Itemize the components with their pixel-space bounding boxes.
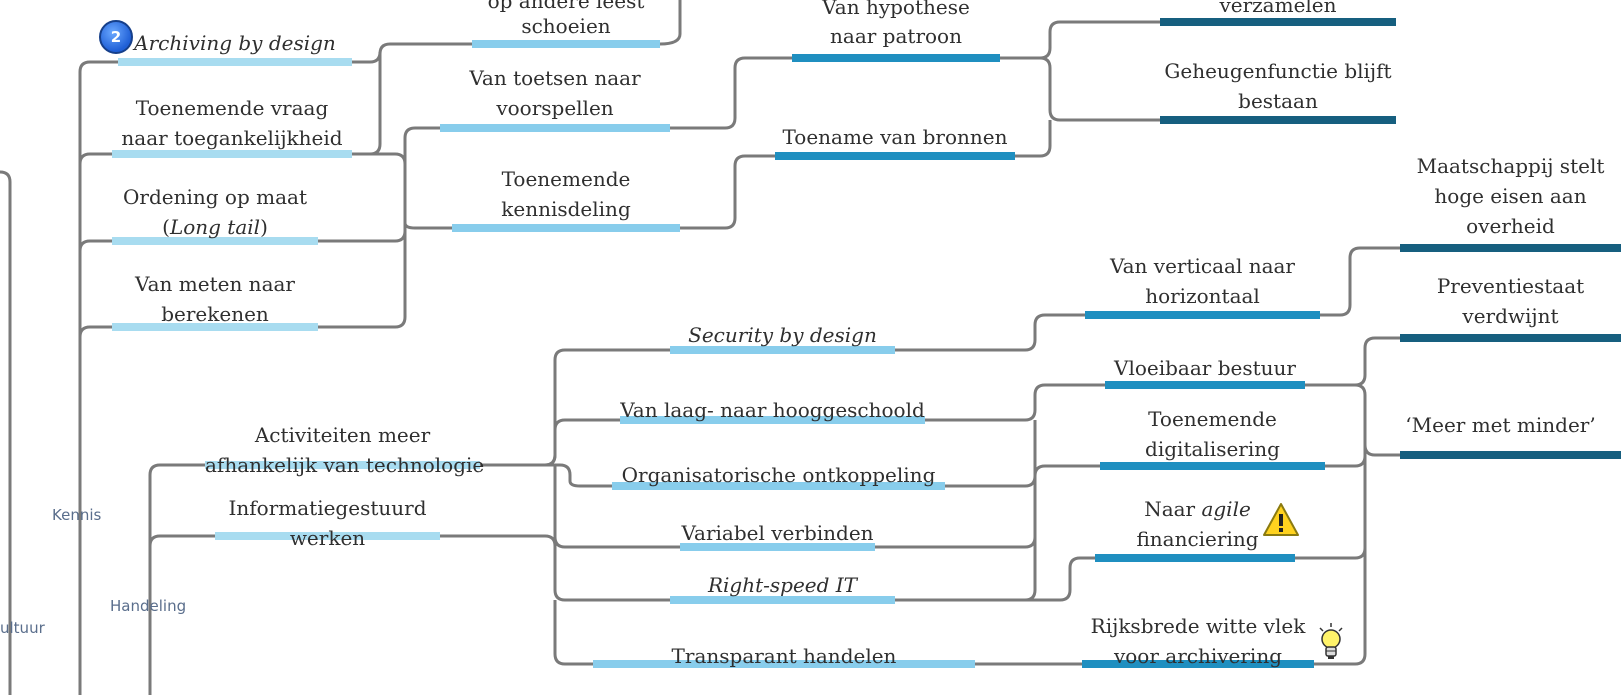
node-agile-line2: financiering xyxy=(1136,527,1259,551)
node-maatschappij-line2: hoge eisen aan xyxy=(1434,184,1587,208)
node-laag-hoog: Van laag- naar hooggeschoold xyxy=(620,398,925,422)
axis-label-cultuur: ultuur xyxy=(0,619,45,637)
node-ontkoppeling: Organisatorische ontkoppeling xyxy=(621,463,936,487)
node-verticaal-line2: horizontaal xyxy=(1145,284,1260,308)
node-right-speed-it: Right-speed IT xyxy=(707,573,858,597)
warning-icon xyxy=(1263,503,1299,536)
hypothese-bar xyxy=(792,54,1000,62)
meten-bar xyxy=(112,323,318,331)
node-meer-met-minder: ‘Meer met minder’ xyxy=(1405,413,1596,437)
node-digitalisering-line1: Toenemende xyxy=(1148,407,1277,431)
step-number-badge: 2 xyxy=(99,20,133,54)
verzamelen-bar xyxy=(1160,18,1396,26)
node-agile-word: agile xyxy=(1201,497,1251,521)
node-ordening-long-tail: Long tail xyxy=(169,215,261,239)
node-bars xyxy=(112,18,1621,668)
node-maatschappij-line1: Maatschappij stelt xyxy=(1416,154,1605,178)
toetsen-bar xyxy=(440,124,670,132)
node-toetsen-line1: Van toetsen naar xyxy=(469,66,641,90)
agile-bar xyxy=(1095,554,1295,562)
archiving-bar xyxy=(118,58,352,66)
node-digitalisering-line2: digitalisering xyxy=(1145,437,1280,461)
toename-bronnen-bar xyxy=(775,152,1015,160)
node-archiving-by-design: Archiving by design xyxy=(134,31,336,55)
toenemende-vraag-bar xyxy=(112,150,352,158)
verticaal-bar xyxy=(1085,311,1320,319)
node-geheugen-line2: bestaan xyxy=(1238,89,1318,113)
activiteiten-bar xyxy=(205,461,480,469)
node-ordening-line2: (Long tail) xyxy=(162,215,268,239)
node-toename-bronnen: Toename van bronnen xyxy=(782,125,1008,149)
node-meten-line2: berekenen xyxy=(161,302,269,326)
node-witte-vlek-line1: Rijksbrede witte vlek xyxy=(1090,614,1306,638)
kennisdeling-bar xyxy=(452,224,680,232)
node-agile-line1: Naar agile xyxy=(1110,494,1285,524)
meer-minder-bar xyxy=(1400,451,1621,459)
node-preventie-line1: Preventiestaat xyxy=(1436,274,1585,298)
node-andere-leest-line2: schoeien xyxy=(521,14,611,38)
node-vloeibaar-bestuur: Vloeibaar bestuur xyxy=(1114,356,1296,380)
node-ordening-line1: Ordening op maat xyxy=(123,185,307,209)
node-hypothese-line2: naar patroon xyxy=(830,24,962,48)
andere-leest-bar xyxy=(472,40,660,48)
geheugen-bar xyxy=(1160,116,1396,124)
node-preventie-line2: verdwijnt xyxy=(1462,304,1559,328)
node-toenemende-vraag-line2: naar toegankelijkheid xyxy=(121,126,343,150)
node-agile-prefix: Naar xyxy=(1144,497,1202,521)
node-toetsen-line2: voorspellen xyxy=(496,96,614,120)
axis-label-kennis: Kennis xyxy=(52,506,102,524)
security-bar xyxy=(670,346,895,354)
node-transparant-handelen: Transparant handelen xyxy=(671,644,897,668)
ordening-bar xyxy=(112,237,318,245)
node-meten-line1: Van meten naar xyxy=(135,272,295,296)
node-verticaal-line1: Van verticaal naar xyxy=(1110,254,1295,278)
informatie-bar xyxy=(215,532,440,540)
vloeibaar-bar xyxy=(1105,381,1305,389)
node-maatschappij-line3: overheid xyxy=(1466,214,1555,238)
node-variabel-verbinden: Variabel verbinden xyxy=(681,521,874,545)
node-informatie-line2: werken xyxy=(289,526,366,550)
node-witte-vlek-line2: voor archivering xyxy=(1113,644,1283,668)
node-security-by-design: Security by design xyxy=(688,323,877,347)
witte-vlek-bar xyxy=(1082,660,1314,668)
variabel-bar xyxy=(680,543,875,551)
node-verzamelen: verzamelen xyxy=(1219,0,1337,17)
node-hypothese-line1: Van hypothese xyxy=(822,0,970,19)
node-informatie-line1: Informatiegestuurd xyxy=(228,496,427,520)
node-kennisdeling-line2: kennisdeling xyxy=(501,197,631,221)
ontkoppeling-bar xyxy=(612,482,945,490)
node-geheugen-line1: Geheugenfunctie blijft xyxy=(1164,59,1392,83)
right-speed-bar xyxy=(670,596,895,604)
node-toenemende-vraag-line1: Toenemende vraag xyxy=(135,96,329,120)
node-kennisdeling-line1: Toenemende xyxy=(501,167,631,191)
axis-label-handeling: Handeling xyxy=(110,597,187,615)
node-activiteiten-line1: Activiteiten meer xyxy=(254,423,431,447)
maatschappij-bar xyxy=(1400,244,1621,252)
digitalisering-bar xyxy=(1100,462,1325,470)
node-activiteiten-line2: afhankelijk van technologie xyxy=(205,453,485,477)
laag-hoog-bar xyxy=(620,416,925,424)
connector-lines xyxy=(0,0,1400,695)
preventie-bar xyxy=(1400,334,1621,342)
lightbulb-icon xyxy=(1319,623,1343,659)
node-andere-leest-line1: op andere leest xyxy=(487,0,645,13)
transparant-bar xyxy=(593,660,975,668)
